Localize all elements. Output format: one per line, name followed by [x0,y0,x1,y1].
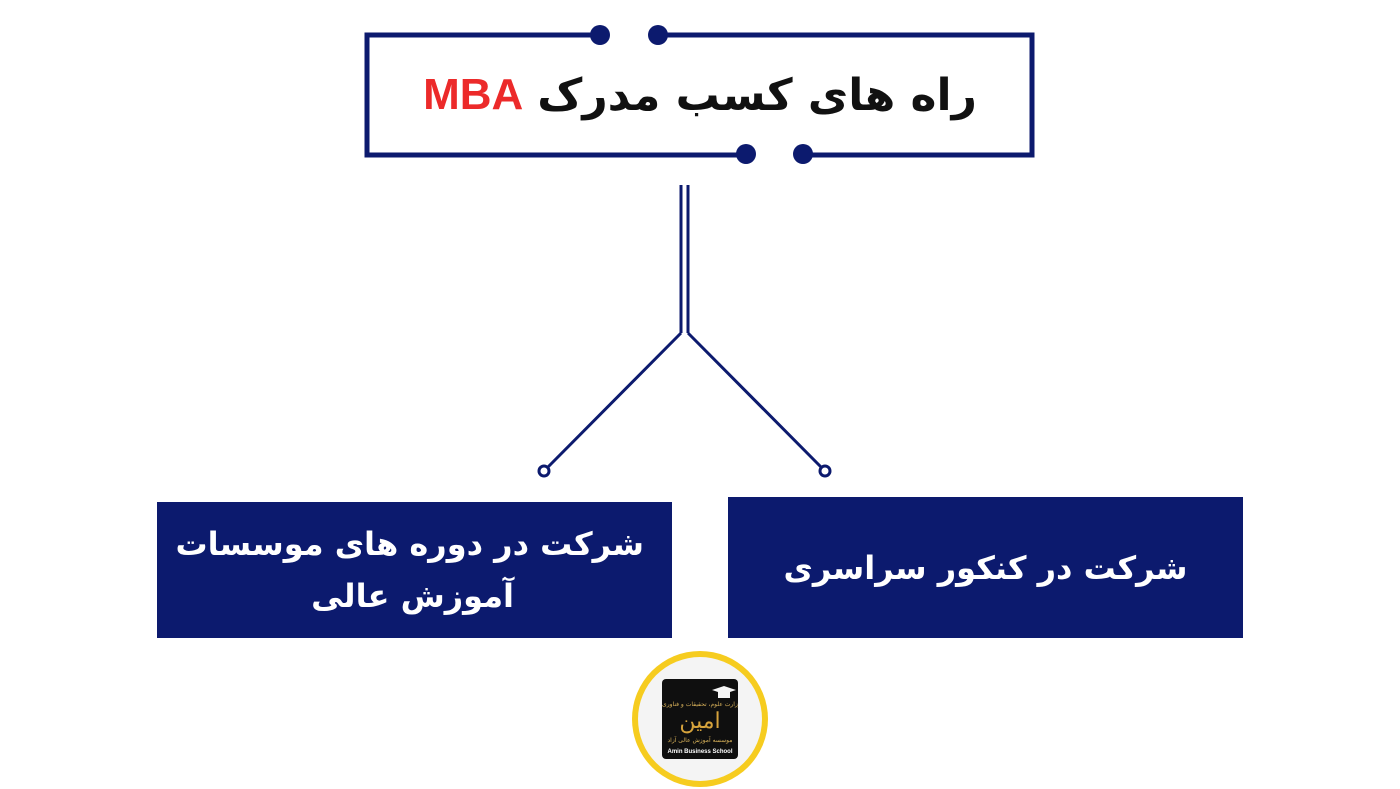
option-text-institute-courses: شرکت در دوره های موسسات آموزش عالی [176,518,645,622]
option-label-national-exam: شرکت در کنکور سراسری [783,548,1188,587]
amin-logo: وزارت علوم، تحقیقات و فناوری امین موسسه … [632,651,768,787]
frame-dot-bottom-right [793,144,813,164]
title-frame [364,32,1035,158]
logo-plate: وزارت علوم، تحقیقات و فناوری امین موسسه … [662,679,738,759]
branch-end-left [537,464,551,478]
logo-subtitle-text: موسسه آموزش عالی آزاد [667,737,733,744]
branch-connector [546,185,823,469]
diagram-title: راه های کسب مدرک MBA [370,36,1030,154]
option-box-institute-courses: شرکت در دوره های موسسات آموزش عالی [157,502,672,638]
graduation-cap-icon [712,686,736,694]
graduation-cap-base [718,692,730,698]
branch-line-right [686,331,823,469]
frame-dot-top-right [648,25,668,45]
option-label-line2: آموزش عالی [311,577,514,615]
title-text: راه های کسب مدرک [537,69,977,121]
branch-end-right [818,464,832,478]
title-frame-dots [590,25,813,164]
title-frame-left [364,32,745,158]
title-frame-right [658,32,1035,158]
branch-line-left [546,331,683,469]
frame-dot-top-left [590,25,610,45]
logo-inner-circle: وزارت علوم، تحقیقات و فناوری امین موسسه … [638,657,762,781]
title-highlight: MBA [423,70,524,119]
option-label-line1: شرکت در دوره های موسسات [175,525,645,563]
logo-english-text: Amin Business School [667,749,733,755]
frame-dot-bottom-left [736,144,756,164]
logo-ministry-text: وزارت علوم، تحقیقات و فناوری [662,701,738,708]
option-box-national-exam: شرکت در کنکور سراسری [728,497,1243,638]
logo-name-text: امین [679,709,721,734]
